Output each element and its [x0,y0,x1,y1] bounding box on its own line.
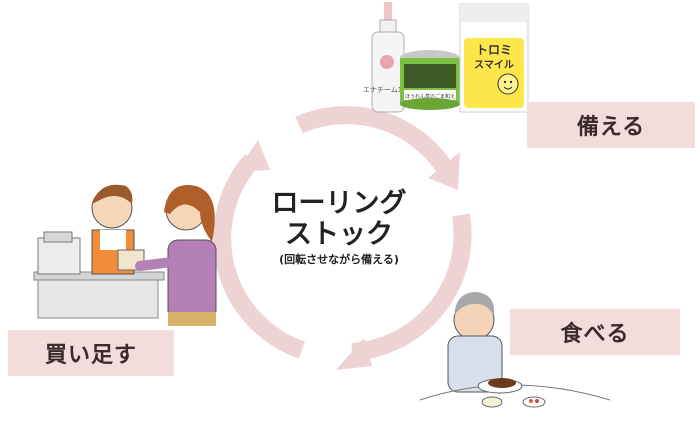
step-eat-label: 食べる [510,309,680,355]
cycle-arrow-right [351,213,472,361]
svg-text:エナチーム180: エナチーム180 [363,86,411,94]
svg-text:トロミ: トロミ [476,43,512,57]
eating-illustration [419,292,611,408]
svg-text:スマイル: スマイル [474,59,514,71]
cycle-center-text: ローリング ストック (回転させながら備える) [230,188,448,267]
step-prepare-label: 備える [527,102,695,148]
thickener-pack: トロミ スマイル [459,3,529,113]
cycle-title-line2: ストック [285,219,393,250]
cycle-arrowhead-left [236,140,270,172]
svg-text:ほうれん草のごま和え: ほうれん草のごま和え [405,93,455,100]
nutrition-bottle: エナチーム180 [363,2,411,113]
cycle-arrows [213,106,472,361]
cycle-arrow-top [295,106,454,175]
cycle-title-line1: ローリング [271,188,407,219]
food-can: ほうれん草のごま和え [400,50,460,110]
stockpile-products-illustration: エナチーム180 ほうれん草のごま和え トロミ スマイル [363,2,529,113]
cycle-arrowhead-top [428,152,460,190]
shopping-illustration [33,184,217,326]
step-buy-label: 買い足す [8,330,174,376]
cycle-arrowhead-right [336,338,372,370]
cycle-arrow-left [213,154,306,359]
cycle-subtitle: (回転させながら備える) [279,253,399,266]
